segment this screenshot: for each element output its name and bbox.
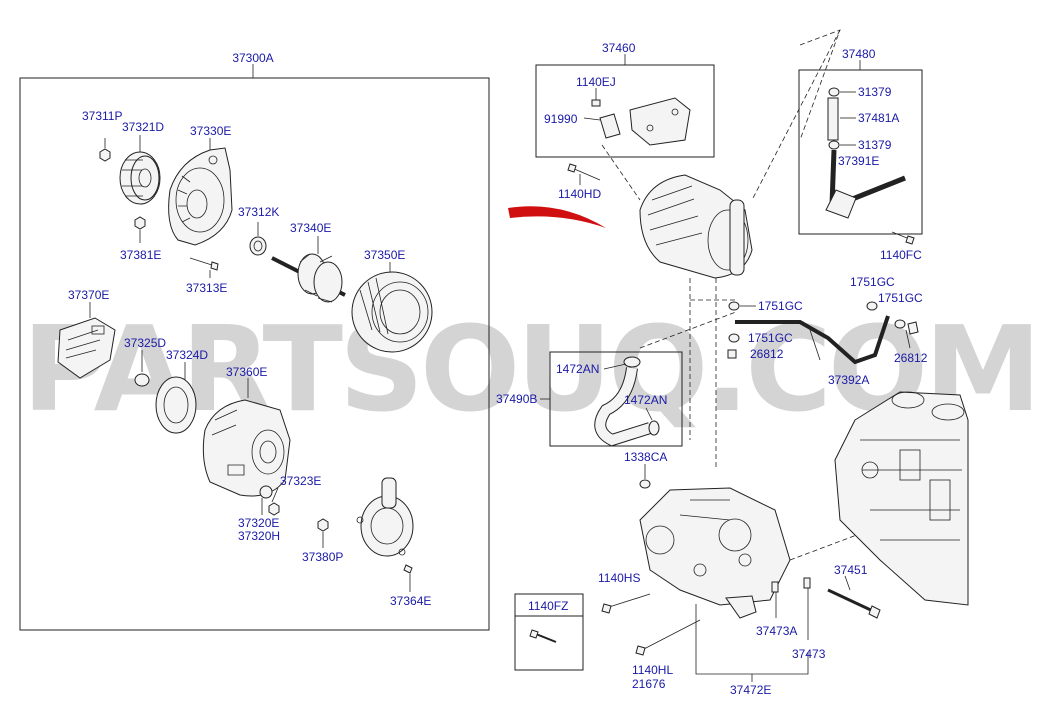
washer <box>134 373 150 387</box>
label-1751GC-d[interactable]: 1751GC <box>878 291 923 305</box>
nut-37381E <box>134 216 146 230</box>
alternator-assembly-frame <box>19 77 490 631</box>
stator <box>351 271 433 353</box>
label-37311P[interactable]: 37311P <box>82 109 122 123</box>
bolt-1140HL <box>635 645 646 656</box>
label-1751GC-c[interactable]: 1751GC <box>850 275 895 289</box>
bracket-91990 <box>599 113 621 139</box>
label-37324D[interactable]: 37324D <box>166 348 208 362</box>
mounting-bracket <box>639 487 791 606</box>
bolt-1140HS <box>601 603 612 614</box>
dowel-37473A <box>771 581 779 593</box>
label-1140HL[interactable]: 1140HL <box>632 663 673 677</box>
bolt-26812-a <box>727 349 737 359</box>
oil-pipe-37392A <box>735 315 890 365</box>
label-26812-b[interactable]: 26812 <box>894 351 928 365</box>
label-37473[interactable]: 37473 <box>792 647 826 661</box>
label-26812-a[interactable]: 26812 <box>750 347 784 361</box>
label-37321D[interactable]: 37321D <box>122 120 164 134</box>
bolt-37451 <box>868 605 881 619</box>
bolt-1140HD <box>567 163 577 173</box>
clamp-31379-top <box>828 87 840 97</box>
label-1140FZ[interactable]: 1140FZ <box>528 599 568 613</box>
regulator <box>57 317 116 379</box>
label-1751GC-b[interactable]: 1751GC <box>748 331 793 345</box>
clamp-31379-bottom <box>828 140 840 150</box>
vacuum-hose <box>594 356 660 447</box>
label-31379-top[interactable]: 31379 <box>858 85 892 99</box>
label-1140HS[interactable]: 1140HS <box>598 571 640 585</box>
label-37330E[interactable]: 37330E <box>190 124 231 138</box>
direction-arrow <box>508 206 606 228</box>
washer-1751GC-d <box>894 319 906 329</box>
label-37320E[interactable]: 37320E <box>238 516 279 530</box>
rear-housing <box>202 399 291 497</box>
hose-37481A <box>827 97 839 141</box>
bolt-1140FZ <box>529 629 539 639</box>
bolt-1140FC <box>905 235 915 245</box>
rear-bearing <box>259 485 273 499</box>
rotor <box>271 253 346 303</box>
bolt-26812-b <box>907 321 919 335</box>
engine-block <box>834 391 969 606</box>
label-1140HD[interactable]: 1140HD <box>558 187 601 201</box>
label-37360E[interactable]: 37360E <box>226 365 267 379</box>
label-37350E[interactable]: 37350E <box>364 248 405 262</box>
washer-1338CA <box>639 479 651 489</box>
washer-1751GC-a <box>728 301 740 311</box>
label-37325D[interactable]: 37325D <box>124 336 166 350</box>
bolt-1140EJ <box>591 99 601 107</box>
label-37323E[interactable]: 37323E <box>280 474 321 488</box>
alternator-main <box>639 174 753 279</box>
label-1472AN-a[interactable]: 1472AN <box>556 362 599 376</box>
vacuum-pipe-frame <box>798 69 923 235</box>
label-37370E[interactable]: 37370E <box>68 288 109 302</box>
label-21676[interactable]: 21676 <box>632 677 666 691</box>
label-37380P[interactable]: 37380P <box>302 550 343 564</box>
label-37364E[interactable]: 37364E <box>390 594 431 608</box>
vacuum-pump <box>356 477 414 557</box>
label-1140EJ[interactable]: 1140EJ <box>576 75 616 89</box>
washer-1751GC-c <box>866 301 878 311</box>
label-31379-bottom[interactable]: 31379 <box>858 138 892 152</box>
bolt-37313E <box>210 261 219 271</box>
label-37313E[interactable]: 37313E <box>186 281 227 295</box>
label-37392A[interactable]: 37392A <box>828 373 869 387</box>
label-37480[interactable]: 37480 <box>842 47 876 61</box>
label-37391E[interactable]: 37391E <box>838 154 879 168</box>
label-37460[interactable]: 37460 <box>602 41 636 55</box>
bearing <box>249 236 267 256</box>
screw-37364E <box>403 564 413 574</box>
label-1472AN-b[interactable]: 1472AN <box>624 393 667 407</box>
label-37381E[interactable]: 37381E <box>120 248 161 262</box>
nut-37323E <box>268 502 280 516</box>
insulator-plate <box>155 376 197 434</box>
label-37490B[interactable]: 37490B <box>496 392 537 406</box>
bracket-37460 <box>629 97 691 146</box>
front-housing <box>168 147 233 246</box>
label-37320H[interactable]: 37320H <box>238 529 280 543</box>
label-37473A[interactable]: 37473A <box>756 624 797 638</box>
label-1140FC[interactable]: 1140FC <box>880 248 922 262</box>
bolt-1140FZ-frame <box>514 593 584 671</box>
label-37340E[interactable]: 37340E <box>290 221 331 235</box>
nut-37380P <box>317 518 329 532</box>
label-37472E[interactable]: 37472E <box>730 683 771 697</box>
label-37481A[interactable]: 37481A <box>858 111 899 125</box>
pulley-nut <box>99 148 111 162</box>
label-1338CA[interactable]: 1338CA <box>624 450 667 464</box>
dowel-37473 <box>803 577 811 589</box>
label-91990[interactable]: 91990 <box>544 112 578 126</box>
pulley <box>119 151 161 205</box>
label-37300A[interactable]: 37300A <box>232 51 273 65</box>
label-37312K[interactable]: 37312K <box>238 205 279 219</box>
washer-1751GC-b <box>728 333 740 343</box>
label-37451[interactable]: 37451 <box>834 563 868 577</box>
label-1751GC-a[interactable]: 1751GC <box>758 299 803 313</box>
